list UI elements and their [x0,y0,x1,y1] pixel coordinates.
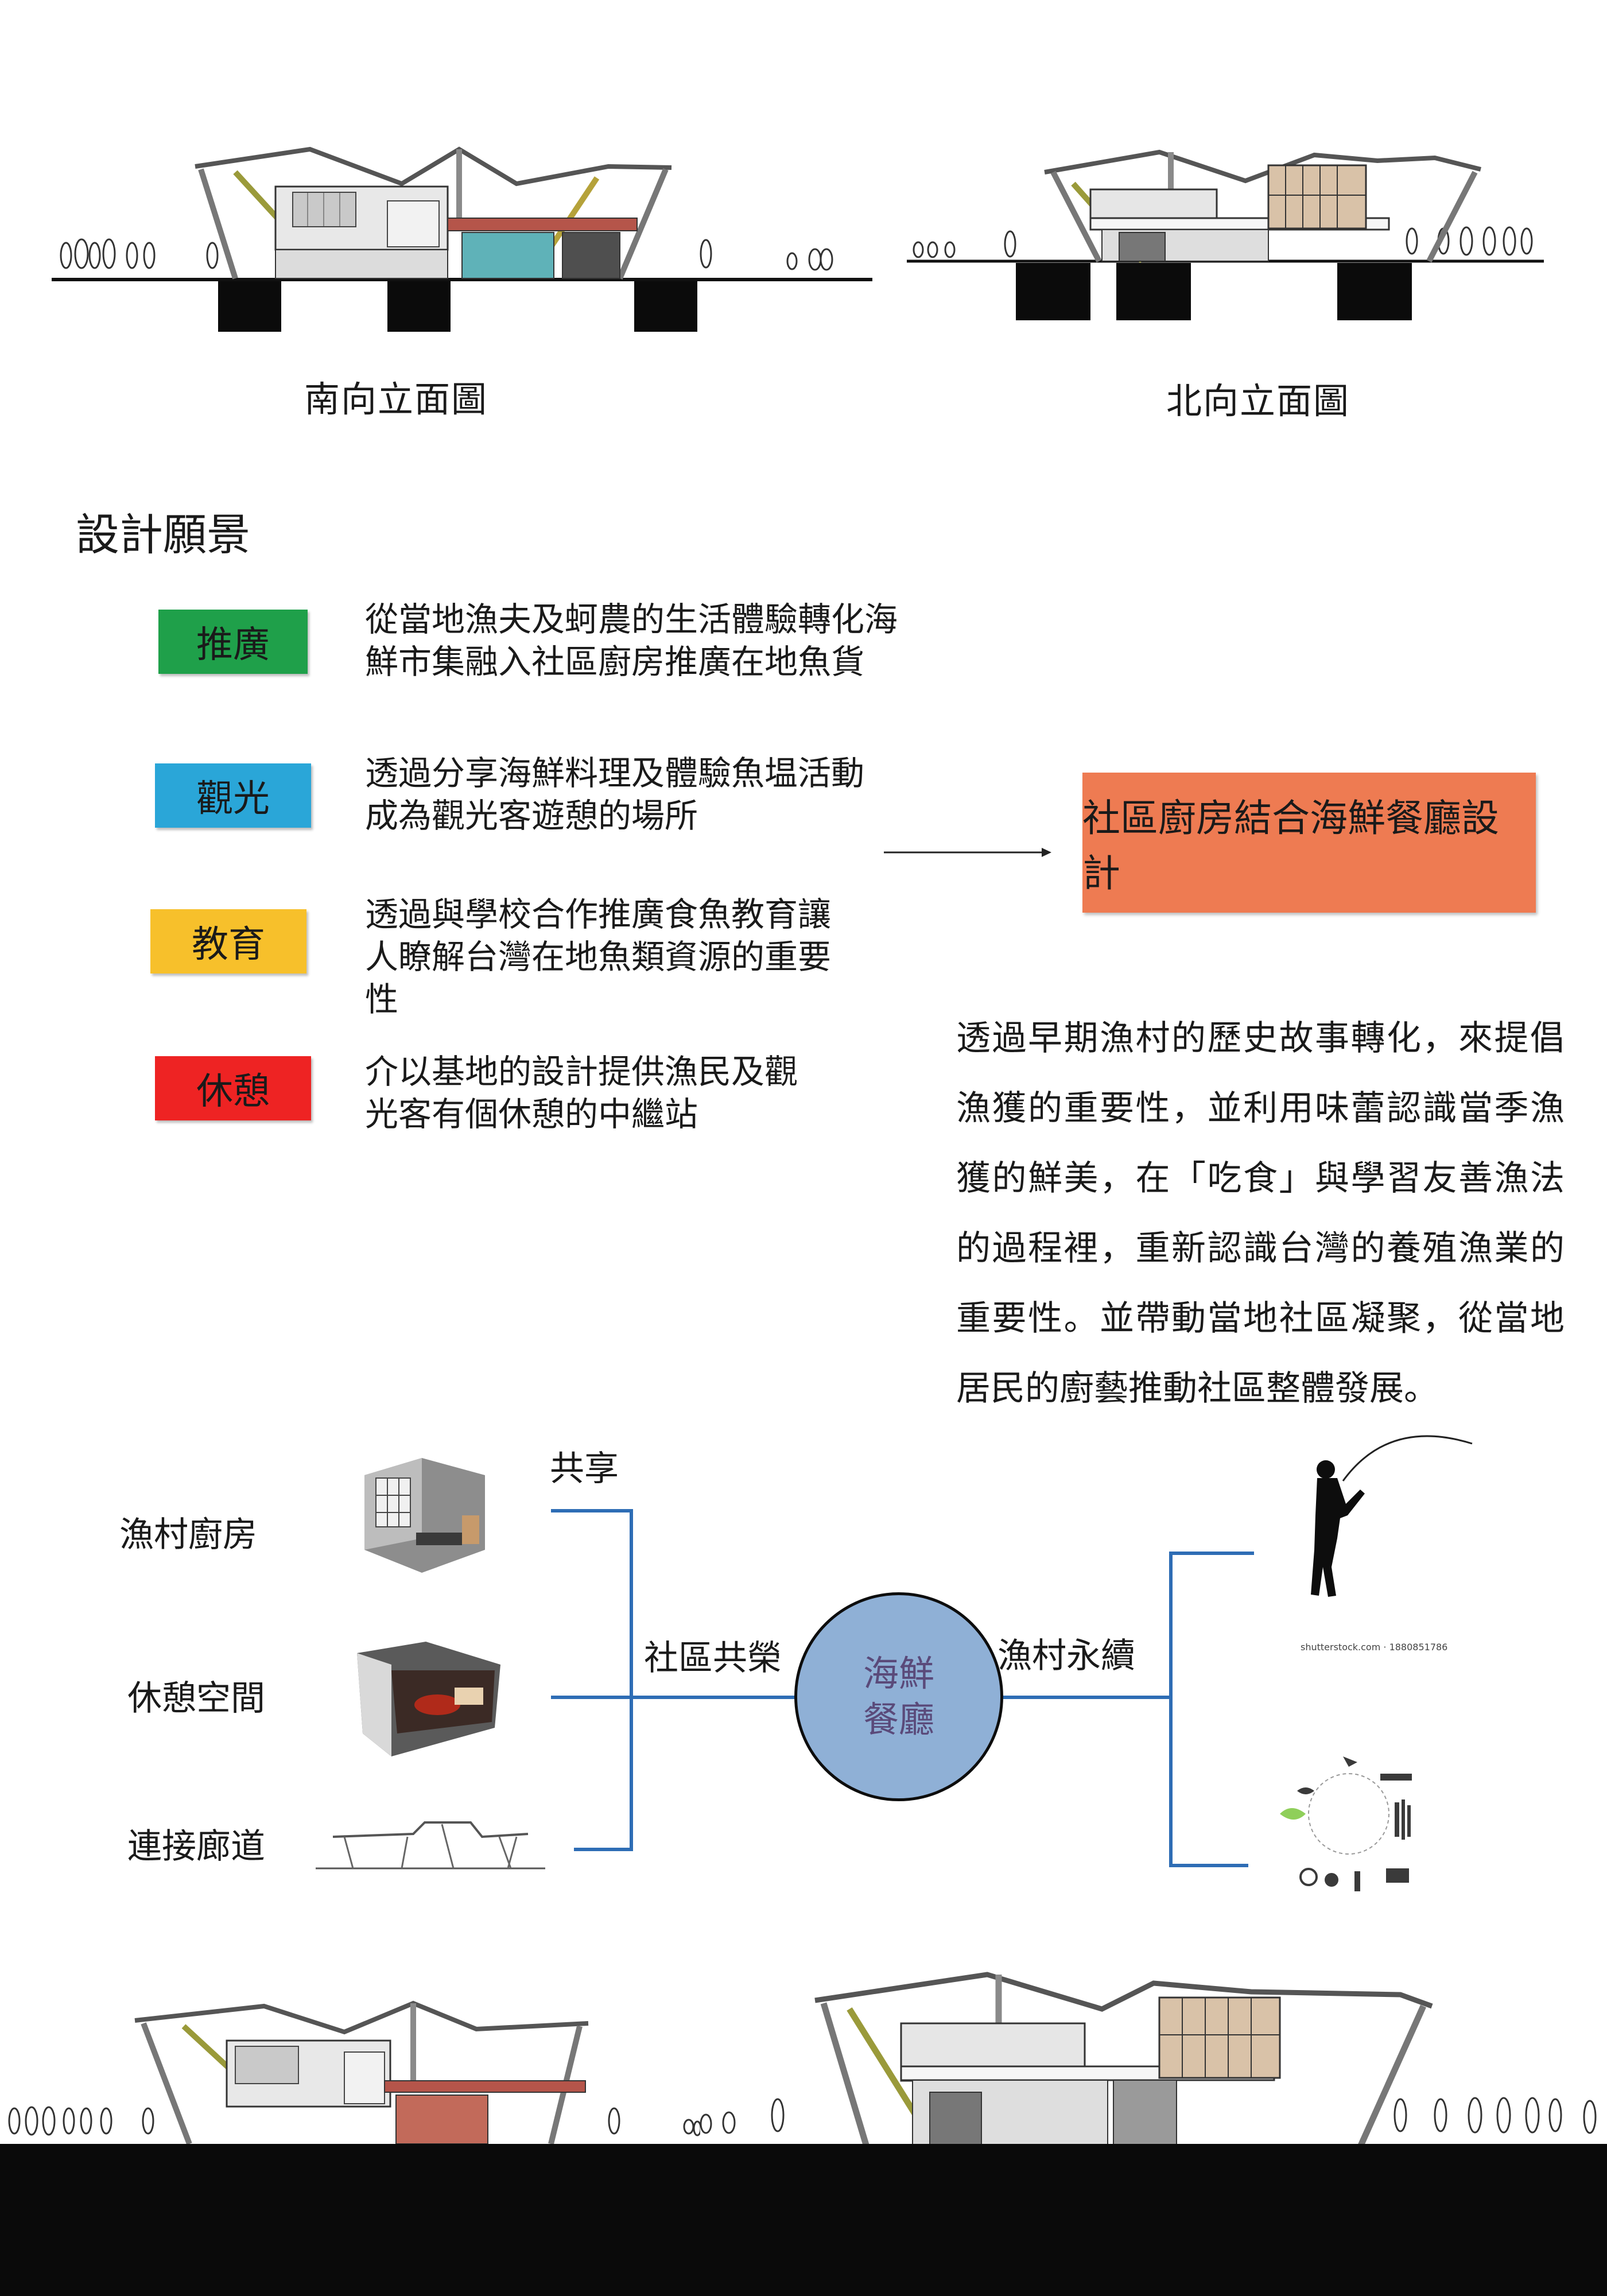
corridor-drawing [316,1821,545,1870]
concept-connector-lines [551,1509,1254,1867]
tag-tourism: 觀光 [155,763,311,828]
south-elevation-caption: 南向立面圖 [304,378,488,420]
result-box: 社區廚房結合海鮮餐廳設計 [1082,773,1536,913]
kitchen-render-image [364,1458,485,1573]
south-elevation-drawing [52,146,872,332]
education-description: 透過與學校合作推廣食魚教育讓人瞭解台灣在地魚類資源的重要性 [365,895,832,1019]
leisure-description: 介以基地的設計提供漁民及觀光客有個休憩的中繼站 [365,1052,798,1134]
bottom-black-band [0,2144,1607,2296]
center-label-line2: 餐廳 [863,1698,934,1740]
bottom-south-elevation-drawing [8,2000,700,2145]
vision-paragraph: 透過早期漁村的歷史故事轉化，來提倡漁獲的重要性，並利用味蕾認識當季漁獲的鮮美，在… [956,1018,1565,1409]
node-corridor: 連接廊道 [127,1826,265,1867]
node-rest-space: 休憩空間 [127,1678,265,1719]
promotion-description: 從當地漁夫及蚵農的生活體驗轉化海鮮市集融入社區廚房推廣在地魚貨 [365,600,898,681]
aquaculture-ecosystem-icons [1280,1756,1412,1891]
stock-photo-caption: shutterstock.com · 1880851786 [1301,1642,1448,1653]
design-vision-title: 設計願景 [76,509,250,560]
north-elevation-caption: 北向立面圖 [1166,380,1350,422]
fisherman-silhouette-image [1311,1435,1473,1597]
center-circle-seafood-restaurant: 海鮮 餐廳 [794,1592,1003,1801]
rest-space-render-image [357,1642,500,1756]
center-label-line1: 海鮮 [863,1653,934,1694]
community-label: 社區共榮 [644,1638,782,1678]
node-fishing-village-kitchen: 漁村廚房 [119,1515,257,1555]
arrow-to-result [884,848,1051,857]
tag-promotion: 推廣 [158,610,308,674]
sustain-label: 漁村永續 [997,1636,1135,1676]
tag-leisure: 休憩 [155,1056,311,1120]
tourism-description: 透過分享海鮮料理及體驗魚塭活動成為觀光客遊憩的場所 [365,754,865,835]
share-label: 共享 [550,1449,619,1489]
bottom-north-elevation-drawing [683,1972,1597,2147]
tag-education: 教育 [150,909,306,974]
north-elevation-drawing [907,149,1544,320]
